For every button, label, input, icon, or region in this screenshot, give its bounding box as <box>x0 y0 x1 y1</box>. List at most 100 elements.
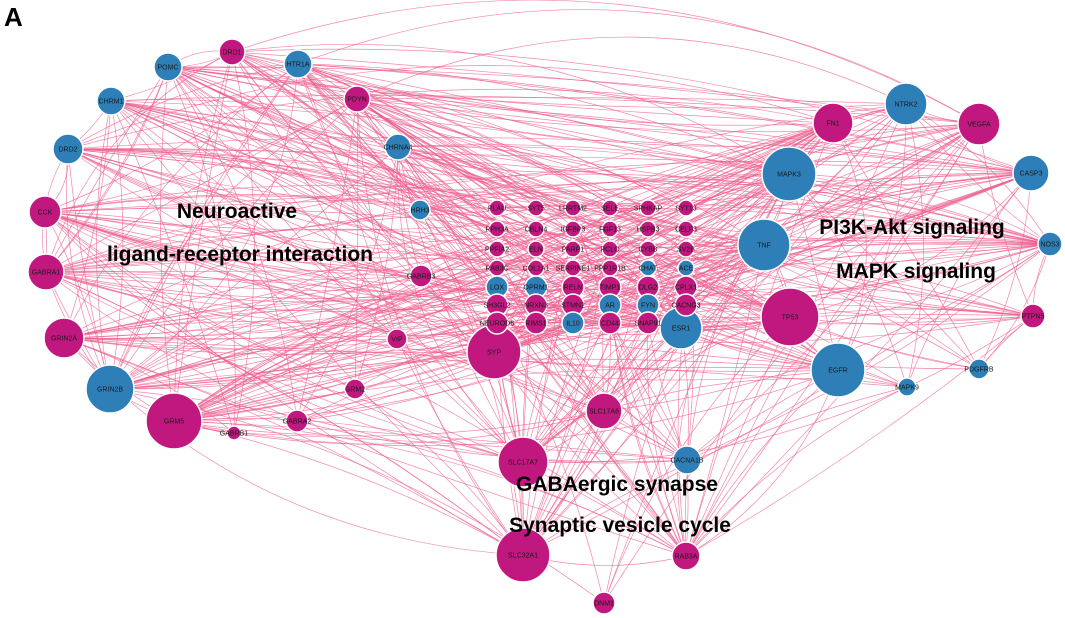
panel-letter: A <box>4 2 23 32</box>
edge <box>44 211 111 390</box>
edge <box>297 9 980 125</box>
edge <box>110 100 611 288</box>
edge <box>167 66 495 353</box>
edge <box>109 173 790 390</box>
node-circle <box>677 199 695 217</box>
node-drd2: DRD2 <box>52 133 84 165</box>
node-label: SERPINE1 <box>556 266 591 273</box>
edge <box>109 207 537 390</box>
edge <box>173 248 537 422</box>
edge <box>609 322 687 557</box>
node-label: TP53 <box>782 315 799 322</box>
edge-layer <box>42 0 1051 604</box>
node-circle <box>760 287 820 347</box>
edge <box>788 173 908 388</box>
edge <box>572 239 1051 250</box>
node-circle <box>527 240 545 258</box>
node-label: RELN <box>564 285 583 292</box>
node-label: CHAT <box>639 266 658 273</box>
node-label: SLC17A6 <box>589 409 619 416</box>
node-ptpn5: PTPN5 <box>1020 303 1046 329</box>
edge <box>63 180 1051 339</box>
edge <box>110 100 605 412</box>
edge <box>685 315 1034 557</box>
node-cd44: CD44 <box>598 311 622 335</box>
edge <box>522 228 574 556</box>
edge <box>356 36 907 105</box>
node-il10: IL10 <box>561 311 585 335</box>
node-label: IGFBP3 <box>561 227 586 234</box>
edge <box>63 207 687 339</box>
node-circle <box>218 38 246 66</box>
node-cbln4: CBLN4 <box>525 220 547 238</box>
node-circle <box>601 199 619 217</box>
node-ntrk2: NTRK2 <box>884 82 928 126</box>
node-label: PDGFRB <box>964 367 994 374</box>
node-label: SLC17A7 <box>508 460 538 467</box>
edge <box>789 315 1034 326</box>
node-circle <box>409 199 431 221</box>
node-circle <box>677 220 695 238</box>
edge <box>231 51 834 126</box>
edge <box>63 321 495 353</box>
node-label: SYT5 <box>527 206 545 213</box>
node-vip: VIP <box>386 328 408 350</box>
node-circle <box>737 218 791 272</box>
node-grin2a: GRIN2A <box>43 317 85 359</box>
annotation-gabaergic: GABAergic synapse <box>516 473 718 496</box>
node-parp1: PARP1 <box>562 240 584 258</box>
edge <box>167 66 834 124</box>
node-circle <box>564 199 582 217</box>
node-label: GABRA2 <box>283 419 312 426</box>
node-gabrb3: GABRB3 <box>407 264 436 288</box>
edge <box>231 0 980 125</box>
edge <box>110 100 524 556</box>
node-chrm1: CHRM1 <box>96 86 126 116</box>
node-circle <box>344 378 366 400</box>
edge <box>63 243 1051 339</box>
node-gabrb1: GABRB1 <box>220 425 248 441</box>
node-pdgfrb: PDGFRB <box>964 358 994 380</box>
node-label: OPRM1 <box>524 285 549 292</box>
node-circle <box>384 133 412 161</box>
edge <box>686 243 1051 461</box>
annotation-mapk: MAPK signaling <box>836 260 996 283</box>
node-label: CHRNA4 <box>384 145 413 152</box>
edge <box>685 369 839 557</box>
edge <box>45 207 1051 273</box>
node-chrna4: CHRNA4 <box>384 133 413 161</box>
node-label: LRRTM2 <box>559 206 587 213</box>
node-neurod6: NEUROD6 <box>480 311 514 335</box>
edge <box>110 100 524 463</box>
edge <box>677 244 765 557</box>
edge <box>45 244 765 324</box>
node-celf3: CELF3 <box>675 220 697 238</box>
node-cck: CCK <box>28 195 62 229</box>
node-label: GRIN2B <box>97 387 123 394</box>
edge <box>63 173 790 339</box>
edge <box>173 420 687 557</box>
node-circle <box>488 240 506 258</box>
node-circle <box>592 591 616 615</box>
node-label: STMN2 <box>561 303 585 310</box>
edge <box>173 420 524 556</box>
node-label: RPH3A <box>485 227 509 234</box>
edge <box>63 337 495 353</box>
node-tnf: TNF <box>737 218 791 272</box>
node-label: HTR1A <box>287 62 310 69</box>
edge <box>522 248 611 556</box>
node-circle <box>968 358 990 380</box>
edge <box>646 322 687 557</box>
edge <box>905 103 924 388</box>
node-slc32a1: SLC32A1 <box>495 527 551 583</box>
edge <box>493 207 687 353</box>
node-label: RAB3A <box>675 554 698 561</box>
node-label: SNAP91 <box>635 321 662 328</box>
edge <box>297 63 790 175</box>
node-label: GABRB3 <box>407 274 436 281</box>
edge <box>45 228 649 273</box>
node-circle <box>488 220 506 238</box>
node-circle <box>495 527 551 583</box>
node-label: DNM1 <box>594 601 614 608</box>
